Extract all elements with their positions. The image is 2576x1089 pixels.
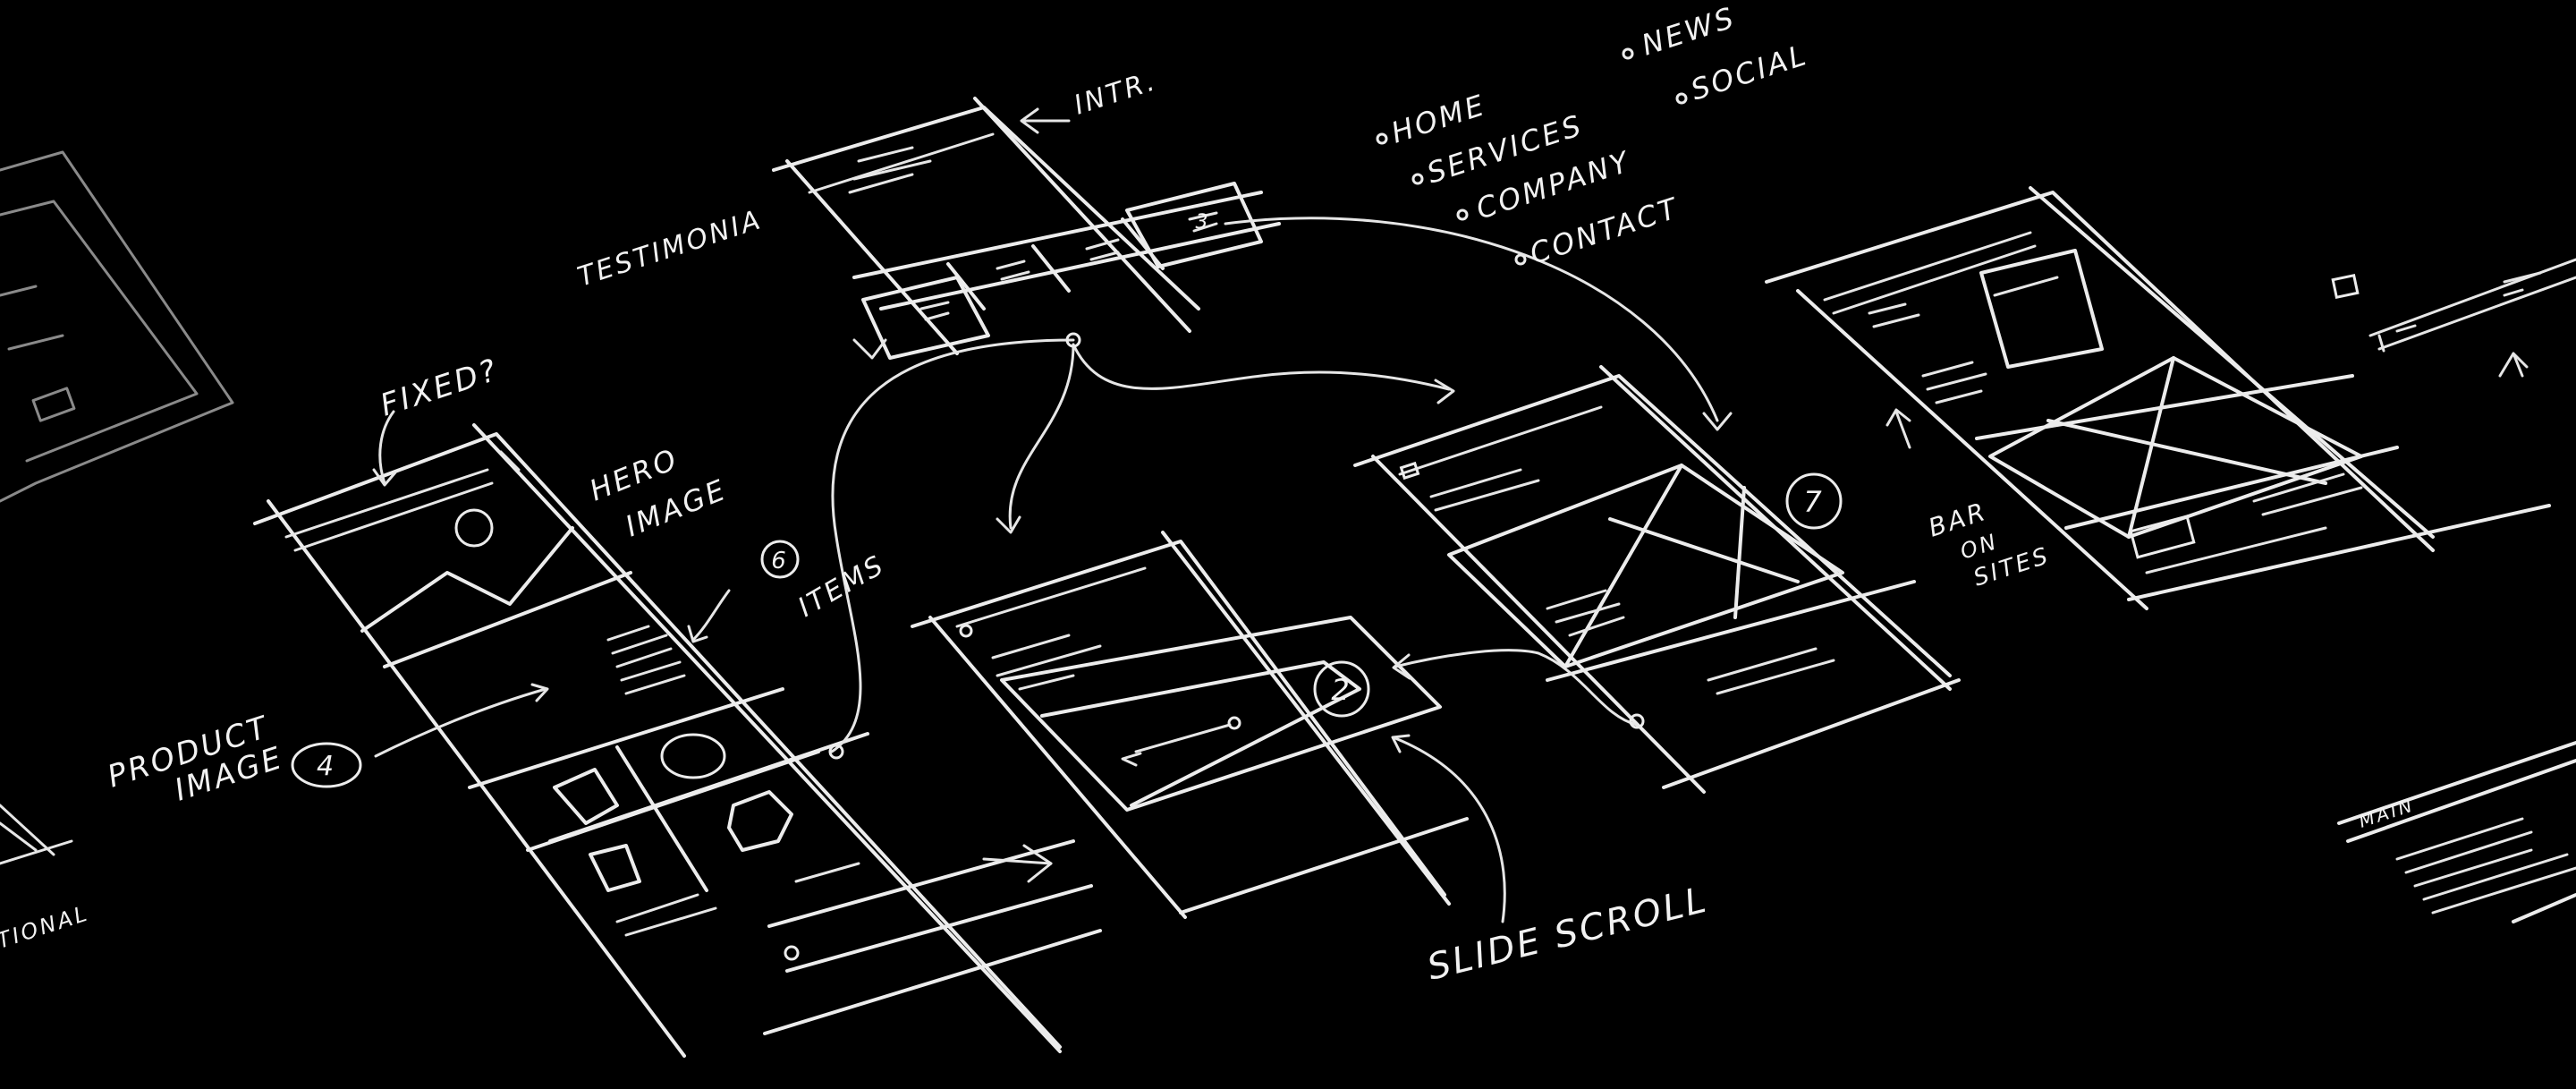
label-items: ITEMS	[793, 549, 891, 624]
badge-6: 6	[762, 541, 798, 577]
badge-7: 7	[1787, 474, 1841, 528]
badge-3-label: 3	[1196, 211, 1211, 234]
wireframe-content	[830, 218, 1959, 792]
badge-2-label: 2	[1331, 673, 1352, 707]
badge-4-label: 4	[317, 751, 336, 782]
wireframe-slider	[912, 532, 1504, 922]
nav-item-social: SOCIAL	[1687, 38, 1812, 107]
nav-item-news: NEWS	[1638, 0, 1741, 63]
label-testimonials: TESTIMONIA	[574, 204, 767, 294]
label-intro: INTR.	[1071, 65, 1161, 122]
wireframe-right-page	[1767, 188, 2549, 608]
badge-7-label: 7	[1803, 485, 1824, 519]
badge-4: 4	[292, 744, 360, 787]
badge-3: 3	[1196, 211, 1211, 234]
label-slide-scroll: SLIDE SCROLL	[1423, 879, 1712, 988]
label-edge-left: TIONAL	[0, 900, 92, 954]
badge-6-label: 6	[771, 548, 789, 574]
label-fixed: FIXED?	[376, 352, 503, 423]
